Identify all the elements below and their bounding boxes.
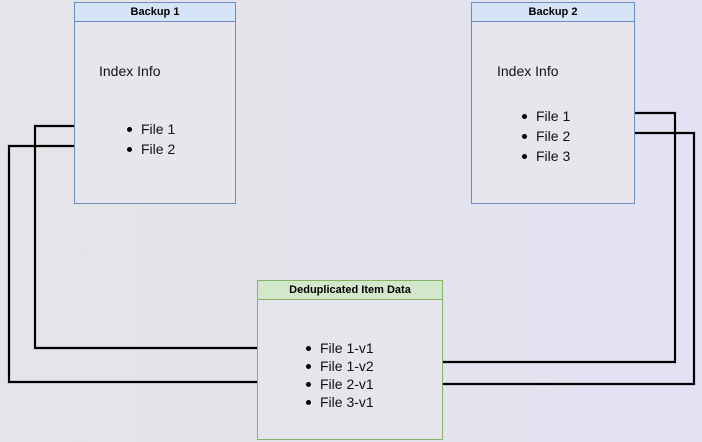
deduplicated-item-list: File 1-v1 File 1-v2 File 2-v1 File 3-v1 — [306, 339, 374, 411]
backup-2-file-list: File 1 File 2 File 3 — [522, 106, 570, 166]
backup-1-index-label: Index Info — [99, 63, 161, 79]
list-item: File 1-v1 — [306, 339, 374, 357]
list-item: File 1-v2 — [306, 357, 374, 375]
backup-2-title: Backup 2 — [472, 3, 634, 22]
backup-1-file-list: File 1 File 2 — [127, 119, 175, 159]
list-item: File 2-v1 — [306, 375, 374, 393]
backup-2-index-label: Index Info — [497, 63, 559, 79]
list-item: File 2 — [127, 139, 175, 159]
list-item: File 2 — [522, 126, 570, 146]
list-item: File 3-v1 — [306, 393, 374, 411]
deduplicated-item-data-title: Deduplicated Item Data — [258, 281, 442, 300]
backup-1-box[interactable]: Backup 1 Index Info File 1 File 2 — [74, 2, 236, 204]
deduplicated-item-data-box[interactable]: Deduplicated Item Data File 1-v1 File 1-… — [257, 280, 443, 440]
backup-1-title: Backup 1 — [75, 3, 235, 22]
list-item: File 1 — [127, 119, 175, 139]
list-item: File 1 — [522, 106, 570, 126]
list-item: File 3 — [522, 146, 570, 166]
backup-2-box[interactable]: Backup 2 Index Info File 1 File 2 File 3 — [471, 2, 635, 204]
